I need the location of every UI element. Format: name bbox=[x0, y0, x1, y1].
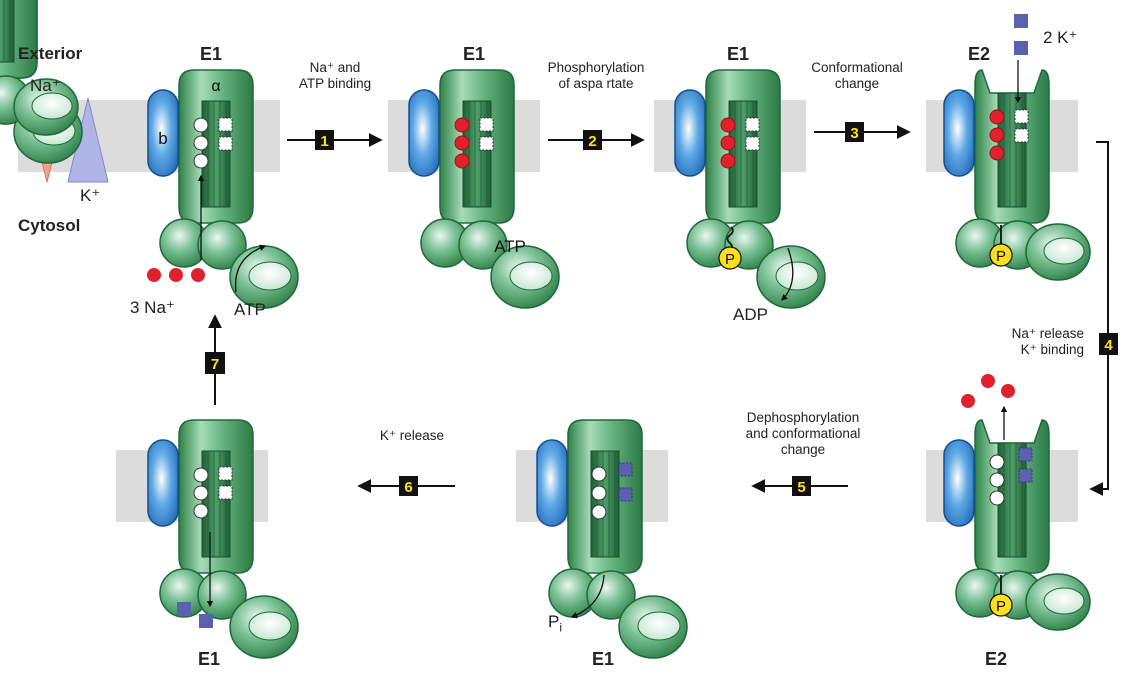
beta-subunit-label: b bbox=[158, 129, 167, 148]
phosphate-label-state-3: P bbox=[725, 251, 735, 268]
gradient-k-label: K⁺ bbox=[80, 186, 101, 205]
atp-binding-arrow bbox=[234, 244, 267, 293]
free-sodium-ions-cytosol bbox=[147, 268, 205, 282]
state-2-label: E1 bbox=[463, 44, 486, 64]
phosphate-label-state-4: P bbox=[996, 248, 1006, 265]
binding-sites-state-7 bbox=[193, 466, 233, 519]
step-1-text: Na⁺ and ATP binding bbox=[275, 60, 395, 92]
step-3-line-1: Conformational bbox=[811, 60, 903, 75]
phosphate-group-state-4 bbox=[989, 225, 1013, 267]
free-potassium-ions-exterior bbox=[1014, 14, 1028, 55]
released-potassium-ions-cytosol bbox=[177, 602, 213, 628]
pi-release-arrow bbox=[570, 574, 605, 619]
binding-sites-state-5 bbox=[989, 447, 1033, 506]
step-6-badge: 6 bbox=[399, 476, 418, 496]
sodium-ions-label: 3 Na⁺ bbox=[130, 298, 175, 317]
cytosol-label: Cytosol bbox=[18, 216, 81, 235]
step-5-line-2: and conformational bbox=[745, 426, 861, 442]
step-5-number: 5 bbox=[797, 479, 805, 496]
state-1-label: E1 bbox=[200, 44, 223, 64]
phosphate-group-state-3 bbox=[718, 226, 742, 270]
step-7-badge: 7 bbox=[205, 352, 225, 374]
step-1-line-2: ATP binding bbox=[298, 76, 372, 92]
pi-label: Pi bbox=[548, 612, 562, 635]
step-3-badge: 3 bbox=[845, 122, 864, 142]
step-5-badge: 5 bbox=[792, 476, 811, 496]
released-sodium-ions-exterior bbox=[961, 374, 1015, 408]
step-2-text: Phosphorylation of aspa rtate bbox=[530, 60, 662, 92]
binding-sites-state-6 bbox=[591, 462, 633, 520]
adp-release-arrow bbox=[781, 247, 794, 301]
step-3-line-2: change bbox=[834, 76, 880, 92]
step-5-line-3: change bbox=[780, 442, 826, 458]
step-2-line-2: of aspa rtate bbox=[558, 76, 634, 92]
step-5-text: Dephosphorylation and conformational cha… bbox=[728, 410, 878, 459]
phosphate-label-state-5: P bbox=[996, 598, 1006, 615]
exterior-label: Exterior bbox=[18, 44, 83, 63]
pump-state-7 bbox=[147, 419, 299, 659]
step-1-line-1: Na⁺ and bbox=[309, 60, 361, 75]
atp-in-pocket-label: ATP bbox=[494, 237, 526, 256]
step-6-text: K⁺ release bbox=[362, 428, 462, 444]
atp-label: ATP bbox=[234, 300, 266, 319]
state-7-label: E1 bbox=[198, 649, 221, 669]
alpha-subunit-label: α bbox=[211, 78, 220, 95]
step-1-badge: 1 bbox=[315, 130, 334, 150]
state-5-label: E2 bbox=[985, 649, 1008, 669]
step-6-line-1: K⁺ release bbox=[379, 428, 445, 443]
binding-sites-state-1 bbox=[193, 117, 233, 169]
step-7-number: 7 bbox=[211, 356, 219, 373]
step-5-line-1: Dephosphorylation bbox=[746, 410, 860, 425]
pi-letter: P bbox=[548, 612, 560, 631]
binding-sites-state-4 bbox=[989, 109, 1029, 161]
pump-e2-template bbox=[0, 0, 79, 136]
gradient-na-label: Na⁺ bbox=[30, 76, 61, 95]
step-6-number: 6 bbox=[404, 479, 412, 496]
potassium-ions-label: 2 K⁺ bbox=[1043, 28, 1078, 47]
step-3-number: 3 bbox=[850, 125, 858, 142]
step-4-number: 4 bbox=[1104, 337, 1113, 354]
step-4-line-2: K⁺ binding bbox=[1020, 342, 1084, 358]
state-3-label: E1 bbox=[727, 44, 750, 64]
step-4-arrow bbox=[1089, 141, 1109, 496]
step-2-line-1: Phosphorylation bbox=[547, 60, 645, 75]
phosphate-group-state-5 bbox=[989, 575, 1013, 617]
step-2-badge: 2 bbox=[583, 130, 602, 150]
step-2-number: 2 bbox=[588, 133, 596, 150]
adp-label: ADP bbox=[733, 305, 768, 324]
step-1-number: 1 bbox=[320, 133, 328, 150]
state-4-label: E2 bbox=[968, 44, 991, 64]
step-4-badge: 4 bbox=[1099, 333, 1118, 355]
step-4-text: Na⁺ release K⁺ binding bbox=[978, 326, 1084, 358]
state-6-label: E1 bbox=[592, 649, 615, 669]
pi-subscript: i bbox=[559, 620, 563, 635]
binding-sites-state-2 bbox=[454, 117, 494, 169]
step-4-line-1: Na⁺ release bbox=[1011, 326, 1084, 341]
step-3-text: Conformational change bbox=[793, 60, 921, 92]
binding-sites-state-3 bbox=[720, 117, 760, 169]
